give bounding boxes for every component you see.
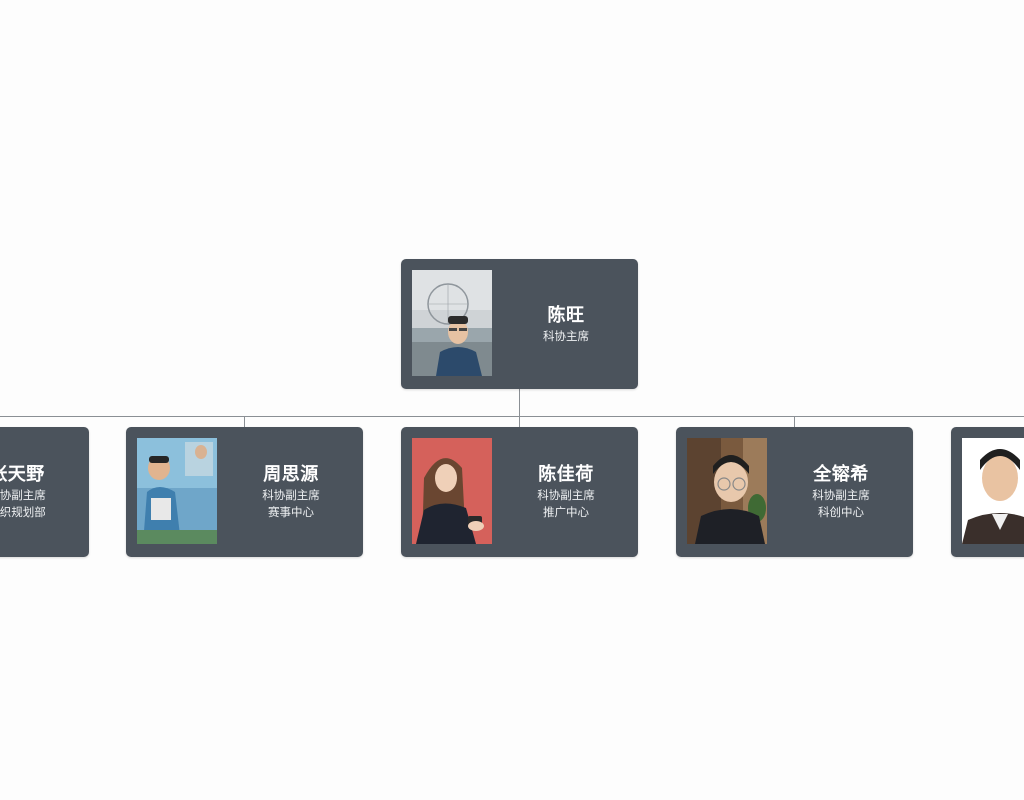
connector-child-3 — [519, 416, 520, 427]
person-name: 周思源 — [263, 464, 319, 485]
person-name: 陈旺 — [547, 304, 585, 326]
person-title: 科协副主席 — [537, 488, 595, 502]
org-card-member[interactable]: 全镕希 科协副主席 科创中心 — [676, 427, 913, 557]
avatar — [962, 438, 1024, 544]
person-dept: 赛事中心 — [268, 505, 314, 519]
avatar-photo-icon — [137, 438, 217, 544]
person-title: 科协副主席 — [0, 488, 46, 502]
org-card-member[interactable]: 陈佳荷 科协副主席 推广中心 — [401, 427, 638, 557]
avatar — [687, 438, 767, 544]
connector-horizontal — [0, 416, 1024, 417]
avatar — [412, 438, 492, 544]
card-info: 张天野 科协副主席 组织规划部 — [0, 427, 81, 557]
person-dept: 推广中心 — [543, 505, 589, 519]
person-title: 科协副主席 — [262, 488, 320, 502]
connector-root-down — [519, 388, 520, 417]
person-dept: 科创中心 — [818, 505, 864, 519]
card-info: 周思源 科协副主席 赛事中心 — [227, 427, 355, 557]
org-card-member[interactable]: 周思源 科协副主席 赛事中心 — [126, 427, 363, 557]
avatar — [412, 270, 492, 376]
card-info: 陈佳荷 科协副主席 推广中心 — [502, 427, 630, 557]
avatar-photo-icon — [687, 438, 767, 544]
person-title: 科协副主席 — [812, 488, 870, 502]
person-name: 全镕希 — [813, 464, 869, 485]
avatar-photo-icon — [412, 438, 492, 544]
person-title: 科协主席 — [543, 328, 589, 343]
connector-child-2 — [244, 416, 245, 427]
avatar-photo-icon — [962, 438, 1024, 544]
avatar — [137, 438, 217, 544]
connector-child-4 — [794, 416, 795, 427]
person-dept: 组织规划部 — [0, 505, 46, 519]
avatar-photo-icon — [412, 270, 492, 376]
org-card-member[interactable]: 张天野 科协副主席 组织规划部 — [0, 427, 89, 557]
person-name: 张天野 — [0, 464, 45, 485]
org-card-root[interactable]: 陈旺 科协主席 — [401, 259, 638, 389]
card-info: 陈旺 科协主席 — [502, 259, 630, 389]
card-info: 全镕希 科协副主席 科创中心 — [777, 427, 905, 557]
person-name: 陈佳荷 — [538, 464, 594, 485]
org-card-member[interactable] — [951, 427, 1024, 557]
